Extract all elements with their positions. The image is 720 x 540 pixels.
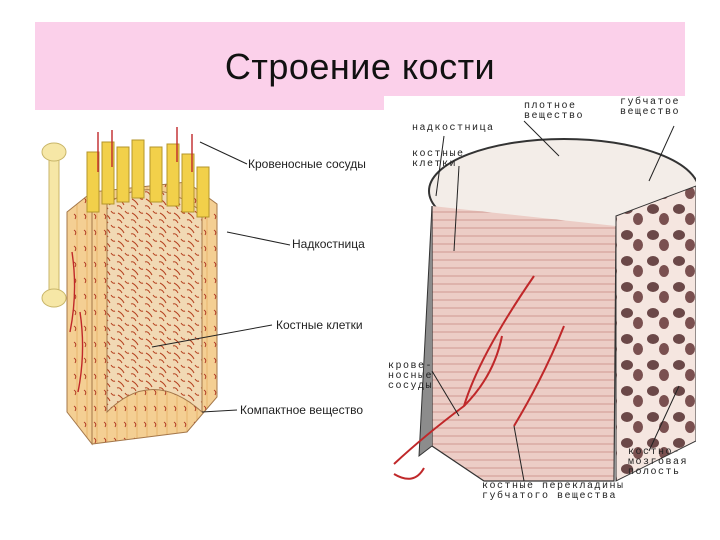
label-marrow-line3: полость [628, 468, 688, 478]
compact-bone-wall [432, 206, 616, 481]
label-trab-line2: губчатого вещества [482, 492, 625, 502]
label-periosteum: Надкостница [292, 237, 365, 251]
label-cells-line2: клетки [412, 160, 465, 170]
label-compact-substance: Компактное вещество [240, 403, 363, 417]
label-trabeculae: костные перекладины губчатого вещества [482, 482, 625, 502]
label-bone-cells: Костные клетки [276, 318, 363, 332]
label-periosteum-right: надкостница [412, 124, 495, 134]
label-vessels-line3: сосуды [388, 382, 433, 392]
bone-tissue-diagram: плотное вещество губчатое вещество надко… [384, 96, 696, 506]
label-dense-substance: плотное вещество [524, 102, 584, 122]
label-spongy-line2: вещество [620, 108, 680, 118]
bone-shaft-cutaway [67, 127, 217, 444]
label-dense-line2: вещество [524, 112, 584, 122]
periosteum-layer [419, 206, 432, 456]
label-marrow-cavity: костно- мозговая полость [628, 448, 688, 478]
label-bone-cells-right: костные клетки [412, 150, 465, 170]
label-blood-vessels: Кровеносные сосуды [248, 157, 366, 171]
page-title: Строение кости [35, 46, 685, 88]
long-bone-diagram: Кровеносные сосуды Надкостница Костные к… [32, 112, 374, 452]
label-blood-vessels-right: крове- носные сосуды [388, 362, 433, 392]
label-spongy-substance: губчатое вещество [620, 98, 680, 118]
femur-icon [42, 143, 66, 307]
